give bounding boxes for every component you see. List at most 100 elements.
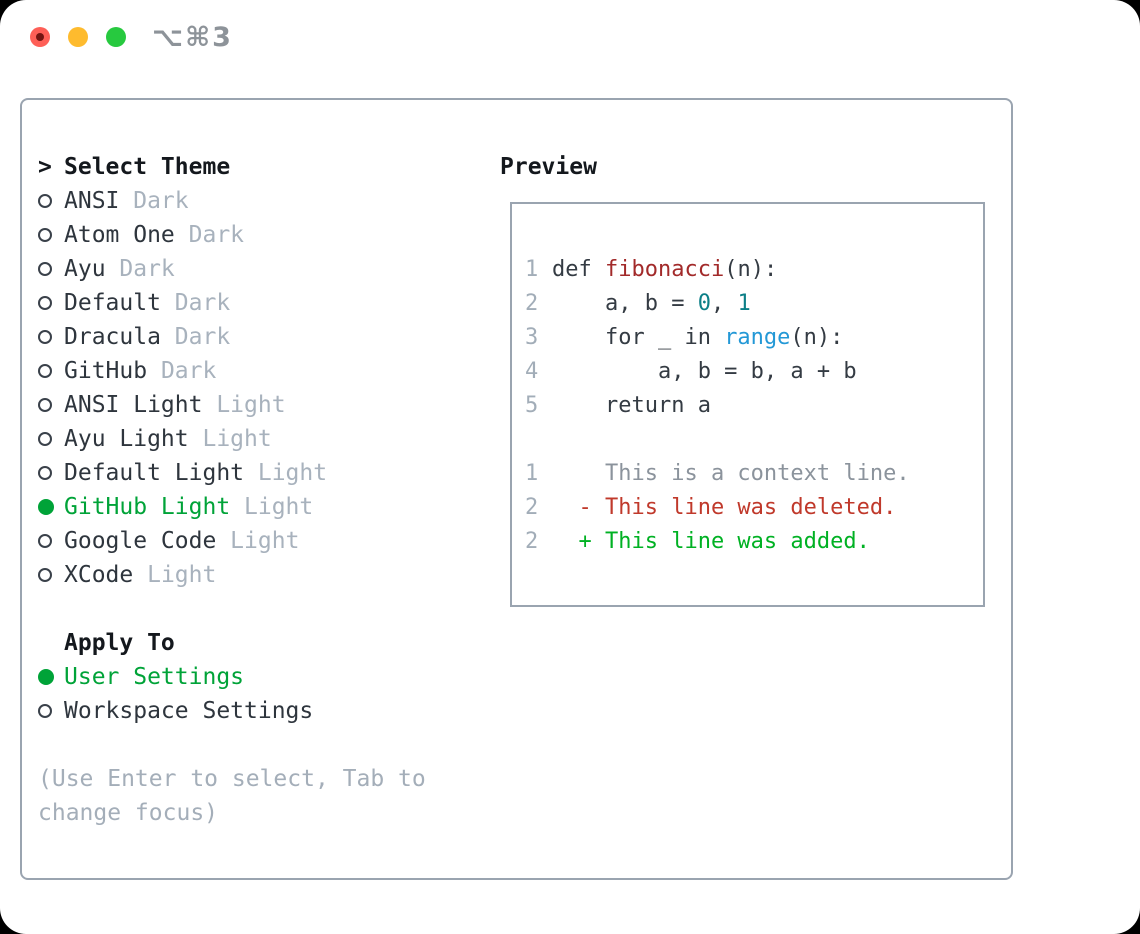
theme-option-label: Ayu [64, 256, 106, 282]
theme-option-label: ANSI Light [64, 392, 203, 418]
theme-option-label: Default [64, 290, 161, 316]
theme-variant-label: Light [216, 528, 300, 554]
theme-variant-label: Dark [160, 290, 231, 316]
theme-variant-label: Dark [174, 222, 245, 248]
radio-icon[interactable] [38, 398, 64, 412]
code-line-content: - This line was deleted. [552, 494, 897, 520]
theme-variant-label: Light [230, 494, 314, 520]
theme-option-default[interactable]: Default Dark [38, 286, 488, 320]
code-line: 1 def fibonacci(n): [525, 252, 983, 286]
radio-icon[interactable] [38, 296, 64, 310]
code-line-content: + This line was added. [552, 528, 870, 554]
radio-icon[interactable] [38, 704, 64, 718]
code-line-content: def fibonacci(n): [552, 256, 778, 282]
radio-icon[interactable] [38, 466, 64, 480]
code-line: 2 - This line was deleted. [525, 490, 983, 524]
code-line: 4 a, b = b, a + b [525, 354, 983, 388]
preview-heading: Preview [500, 154, 597, 180]
theme-option-ayu-light[interactable]: Ayu Light Light [38, 422, 488, 456]
theme-option-label: Google Code [64, 528, 217, 554]
radio-icon[interactable] [38, 262, 64, 276]
theme-option-label: Atom One [64, 222, 175, 248]
theme-option-label: GitHub Light [64, 494, 231, 520]
theme-option-google-code[interactable]: Google Code Light [38, 524, 488, 558]
apply-to-heading-label: Apply To [64, 630, 175, 656]
line-number: 1 [525, 256, 539, 282]
close-icon[interactable] [30, 27, 50, 47]
theme-option-label: Dracula [64, 324, 161, 350]
theme-option-atom-one[interactable]: Atom One Dark [38, 218, 488, 252]
apply-option-user-settings[interactable]: User Settings [38, 660, 488, 694]
code-line-content: return a [552, 392, 711, 418]
radio-icon[interactable] [38, 568, 64, 582]
code-line-content: for _ in range(n): [552, 324, 844, 350]
radio-icon[interactable] [38, 534, 64, 548]
radio-icon[interactable] [38, 330, 64, 344]
line-number: 2 [525, 290, 539, 316]
radio-icon[interactable] [38, 194, 64, 208]
theme-option-github[interactable]: GitHub Dark [38, 354, 488, 388]
radio-icon[interactable] [38, 432, 64, 446]
theme-option-label: ANSI [64, 188, 120, 214]
select-theme-heading: > Select Theme [38, 150, 488, 184]
theme-option-ansi[interactable]: ANSI Dark [38, 184, 488, 218]
hint-line-2: change focus) [38, 800, 219, 826]
theme-variant-label: Dark [119, 188, 189, 214]
hint-line-1: (Use Enter to select, Tab to [38, 766, 426, 792]
code-line [525, 422, 983, 456]
traffic-lights [30, 27, 126, 47]
spacer [38, 592, 488, 626]
theme-option-ayu[interactable]: Ayu Dark [38, 252, 488, 286]
spacer [38, 728, 488, 762]
theme-option-label: Default Light [64, 460, 245, 486]
code-line: 5 return a [525, 388, 983, 422]
apply-option-label: User Settings [64, 664, 245, 690]
theme-variant-label: Dark [160, 324, 231, 350]
line-number: 4 [525, 358, 539, 384]
code-line: 2 + This line was added. [525, 524, 983, 558]
line-number: 3 [525, 324, 539, 350]
theme-option-github-light[interactable]: GitHub Light Light [38, 490, 488, 524]
code-line: 3 for _ in range(n): [525, 320, 983, 354]
theme-variant-label: Light [244, 460, 328, 486]
titlebar: ⌥⌘3 [0, 0, 1140, 97]
window-title: ⌥⌘3 [152, 22, 233, 53]
theme-variant-label: Light [133, 562, 217, 588]
radio-selected-icon[interactable] [38, 669, 64, 685]
line-number: 5 [525, 392, 539, 418]
theme-variant-label: Dark [105, 256, 175, 282]
line-number: 2 [525, 528, 539, 554]
select-theme-heading-label: Select Theme [64, 154, 231, 180]
theme-option-ansi-light[interactable]: ANSI Light Light [38, 388, 488, 422]
theme-variant-label: Light [202, 392, 286, 418]
code-line: 2 a, b = 0, 1 [525, 286, 983, 320]
zoom-icon[interactable] [106, 27, 126, 47]
radio-icon[interactable] [38, 228, 64, 242]
theme-option-label: XCode [64, 562, 134, 588]
code-line-content: a, b = 0, 1 [552, 290, 751, 316]
radio-icon[interactable] [38, 364, 64, 378]
code-line: 1 This is a context line. [525, 456, 983, 490]
line-number: 1 [525, 460, 539, 486]
apply-option-label: Workspace Settings [64, 698, 314, 724]
line-number: 2 [525, 494, 539, 520]
apply-option-workspace-settings[interactable]: Workspace Settings [38, 694, 488, 728]
radio-selected-icon[interactable] [38, 499, 64, 515]
theme-option-label: Ayu Light [64, 426, 189, 452]
theme-variant-label: Dark [147, 358, 217, 384]
theme-option-default-light[interactable]: Default Light Light [38, 456, 488, 490]
cursor-prefix: > [38, 154, 52, 180]
code-line-content: a, b = b, a + b [552, 358, 857, 384]
theme-option-label: GitHub [64, 358, 148, 384]
minimize-icon[interactable] [68, 27, 88, 47]
apply-to-heading: Apply To [38, 626, 488, 660]
theme-option-xcode[interactable]: XCode Light [38, 558, 488, 592]
theme-option-dracula[interactable]: Dracula Dark [38, 320, 488, 354]
